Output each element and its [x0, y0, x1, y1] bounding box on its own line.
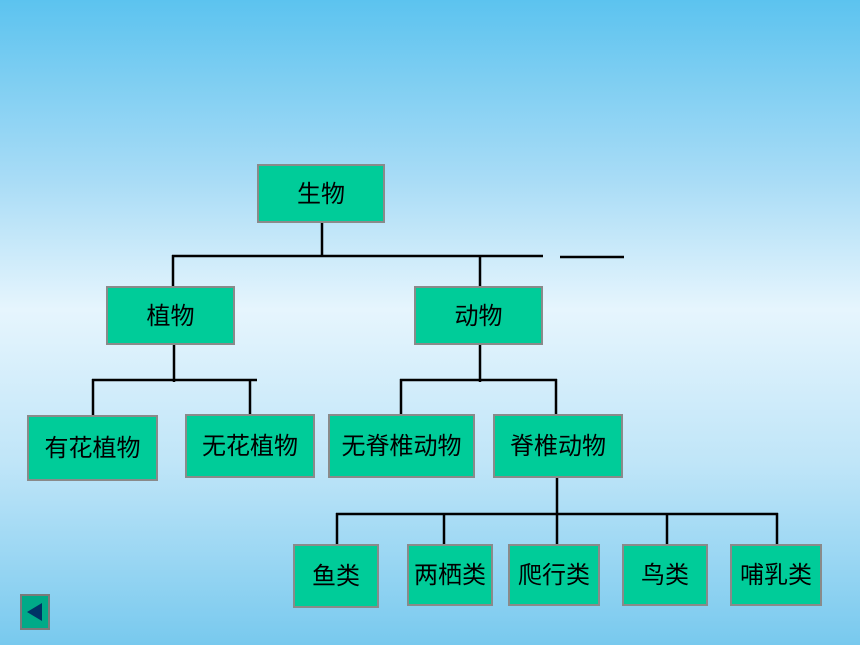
back-triangle-icon	[27, 603, 42, 621]
node-vertebrates: 脊椎动物	[493, 414, 623, 478]
node-mammals: 哺乳类	[730, 544, 822, 606]
node-invertebrates: 无脊椎动物	[328, 414, 475, 478]
node-plants: 植物	[106, 286, 235, 345]
node-animals: 动物	[414, 286, 543, 345]
back-button[interactable]	[20, 594, 50, 630]
node-reptiles: 爬行类	[508, 544, 600, 606]
node-root: 生物	[257, 164, 385, 223]
node-birds: 鸟类	[622, 544, 708, 606]
node-nonflowering-plants: 无花植物	[185, 414, 315, 478]
node-flowering-plants: 有花植物	[27, 415, 158, 481]
node-amphibians: 两栖类	[407, 544, 493, 606]
node-fish: 鱼类	[293, 544, 379, 608]
